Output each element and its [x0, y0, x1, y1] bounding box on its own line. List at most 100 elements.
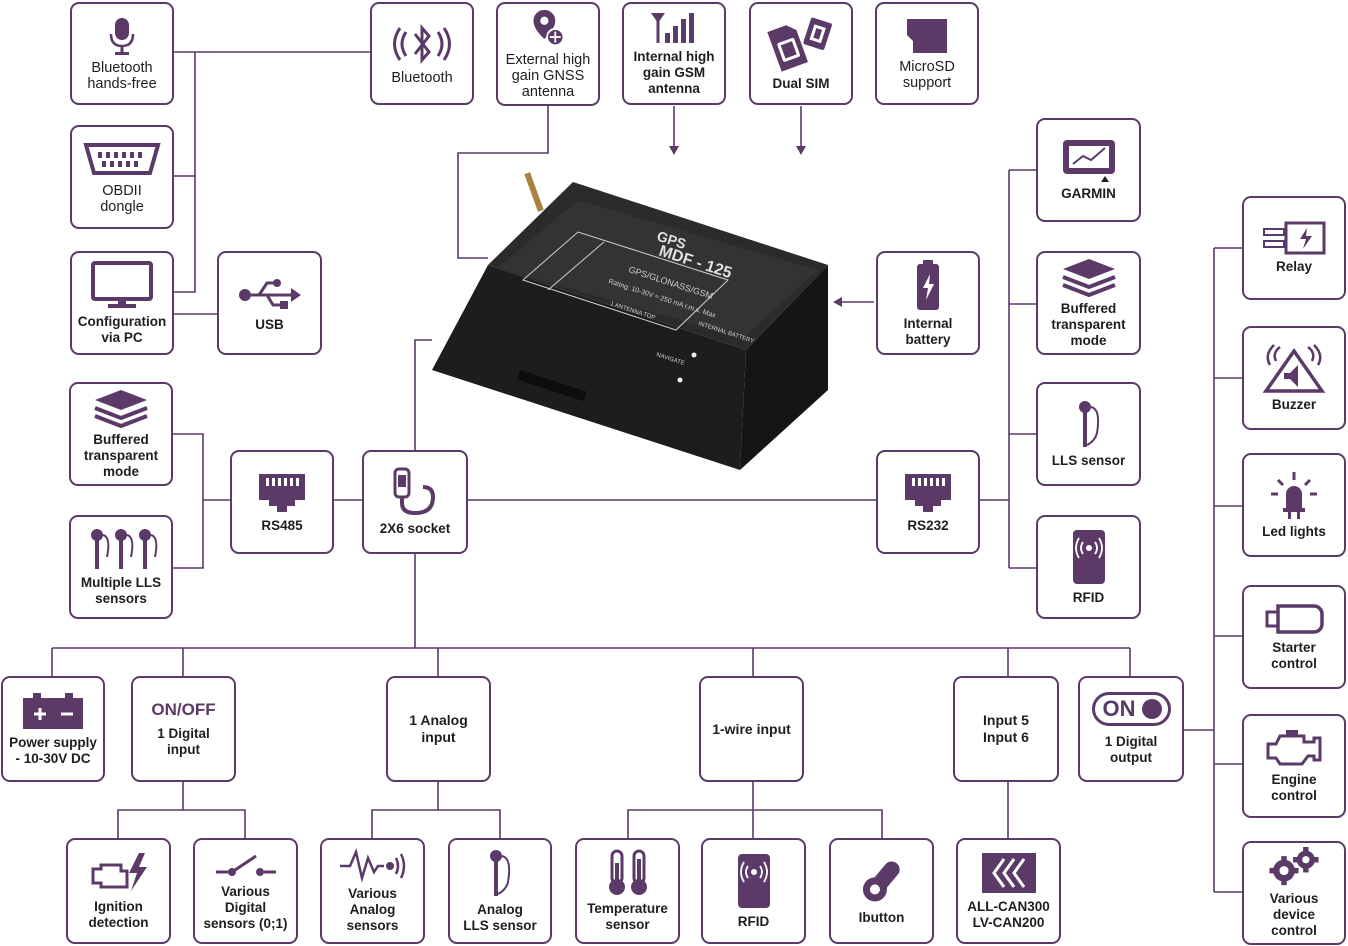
rs485-box: RS485: [230, 450, 334, 554]
relay-box: Relay: [1242, 196, 1346, 300]
layers-icon: [1061, 259, 1116, 297]
analog-signal-icon: [339, 848, 405, 882]
led-box: Led lights: [1242, 453, 1346, 557]
various-analog-box: Various Analog sensors: [320, 838, 425, 944]
gsm-antenna-box: Internal high gain GSM antenna: [622, 2, 726, 105]
various-digital-label: Various Digital sensors (0;1): [203, 884, 288, 931]
ibutton-box: Ibutton: [829, 838, 934, 944]
gnss-antenna-box: External high gain GNSS antenna: [496, 2, 600, 106]
socket-connector-icon: [393, 467, 436, 516]
led-label: Led lights: [1262, 524, 1326, 539]
battery-plus-minus-icon: [23, 693, 83, 729]
bluetooth-box: Bluetooth: [370, 2, 474, 105]
obdii-box: OBDII dongle: [70, 125, 174, 229]
relay-label: Relay: [1275, 259, 1313, 274]
dual-sim-box: Dual SIM: [749, 2, 853, 105]
temperature-label: Temperature sensor: [587, 901, 668, 932]
rj-port-icon: [259, 474, 305, 512]
on-word: ON: [1102, 696, 1136, 721]
various-analog-label: Various Analog sensors: [346, 886, 399, 933]
buzzer-label: Buzzer: [1271, 397, 1317, 412]
rfid-right-box: RFID: [1036, 515, 1141, 619]
starter-icon: [1265, 604, 1324, 634]
rfid-bottom-label: RFID: [737, 914, 770, 929]
bt-handsfree-box: Bluetooth hands-free: [70, 2, 174, 105]
config-pc-label: Configuration via PC: [77, 314, 167, 345]
sim-card-icon: [767, 17, 832, 72]
bluetooth-icon: [393, 23, 451, 64]
temperature-box: Temperature sensor: [575, 838, 680, 944]
buffered-left-label: Buffered transparent mode: [83, 432, 159, 479]
lls-sensor-label: LLS sensor: [1051, 453, 1126, 468]
various-digital-box: Various Digital sensors (0;1): [193, 838, 298, 944]
can-label: ALL-CAN300 LV-CAN200: [967, 899, 1050, 930]
gsm-antenna-label: Internal high gain GSM antenna: [633, 48, 715, 96]
rj-port-icon: [905, 474, 951, 512]
lls-probes-icon: [91, 529, 158, 569]
garmin-label: GARMIN: [1061, 186, 1116, 201]
gnss-antenna-icon: [533, 9, 565, 47]
lls-sensor-box: LLS sensor: [1036, 382, 1141, 486]
socket-box: 2X6 socket: [362, 450, 468, 554]
buzzer-icon: [1262, 344, 1326, 393]
obdii-label: OBDII dongle: [100, 183, 144, 215]
gnss-antenna-label: External high gain GNSS antenna: [505, 52, 591, 100]
internal-battery-label: Internal battery: [903, 316, 953, 347]
rfid-right-label: RFID: [1072, 590, 1105, 605]
analog-lls-label: Analog LLS sensor: [463, 902, 537, 933]
engine-label: Engine control: [1271, 772, 1317, 803]
ignition-engine-icon: [91, 853, 147, 891]
multi-lls-label: Multiple LLS sensors: [80, 575, 162, 606]
onoff-label: ON/OFF: [151, 700, 216, 719]
digital-input-box: ON/OFF 1 Digital input: [131, 676, 236, 782]
digital-output-label: 1 Digital output: [1104, 734, 1158, 765]
onewire-input-box: 1-wire input: [699, 676, 804, 782]
starter-label: Starter control: [1271, 640, 1317, 671]
microphone-icon: [109, 17, 135, 55]
rfid-card-icon: [1072, 530, 1105, 584]
analog-input-label: 1 Analog input: [409, 712, 468, 745]
obd-connector-icon: [83, 143, 161, 175]
engine-icon: [1266, 730, 1322, 766]
microsd-box: MicroSD support: [875, 2, 979, 105]
analog-lls-box: Analog LLS sensor: [448, 838, 552, 944]
various-device-label: Various device control: [1269, 891, 1319, 938]
socket-label: 2X6 socket: [379, 521, 451, 536]
starter-box: Starter control: [1242, 585, 1346, 689]
rs232-label: RS232: [907, 518, 949, 533]
rfid-bottom-box: RFID: [701, 838, 806, 944]
engine-box: Engine control: [1242, 714, 1346, 818]
buffered-right-box: Buffered transparent mode: [1036, 251, 1141, 355]
ibutton-label: Ibutton: [858, 910, 905, 925]
buzzer-box: Buzzer: [1242, 326, 1346, 430]
thermometer-icon: [608, 849, 647, 895]
layers-icon: [94, 390, 148, 428]
various-device-box: Various device control: [1242, 841, 1346, 945]
analog-input-box: 1 Analog input: [386, 676, 491, 782]
multi-lls-box: Multiple LLS sensors: [69, 515, 173, 619]
dual-sim-label: Dual SIM: [772, 75, 830, 91]
rfid-card-icon: [737, 854, 770, 908]
switch-icon: [215, 854, 276, 876]
led-light-icon: [1271, 472, 1317, 519]
microsd-card-icon: [907, 18, 947, 53]
gears-icon: [1269, 847, 1319, 886]
usb-box: USB: [217, 251, 322, 355]
input56-box: Input 5 Input 6: [953, 676, 1059, 782]
monitor-icon: [91, 261, 153, 308]
buffered-right-label: Buffered transparent mode: [1051, 301, 1126, 348]
ibutton-key-icon: [862, 861, 900, 902]
buffered-left-box: Buffered transparent mode: [69, 382, 173, 486]
config-pc-box: Configuration via PC: [70, 251, 174, 355]
on-toggle-icon: ON: [1091, 692, 1171, 726]
ignition-label: Ignition detection: [88, 899, 149, 930]
lls-probe-icon: [1078, 401, 1099, 447]
bt-handsfree-label: Bluetooth hands-free: [87, 59, 157, 92]
can-module-icon: [981, 853, 1036, 893]
power-supply-label: Power supply - 10-30V DC: [9, 735, 97, 766]
rs232-box: RS232: [876, 450, 980, 554]
internal-battery-box: Internal battery: [876, 251, 980, 355]
input56-label: Input 5 Input 6: [983, 712, 1029, 745]
bluetooth-label: Bluetooth: [391, 69, 453, 86]
